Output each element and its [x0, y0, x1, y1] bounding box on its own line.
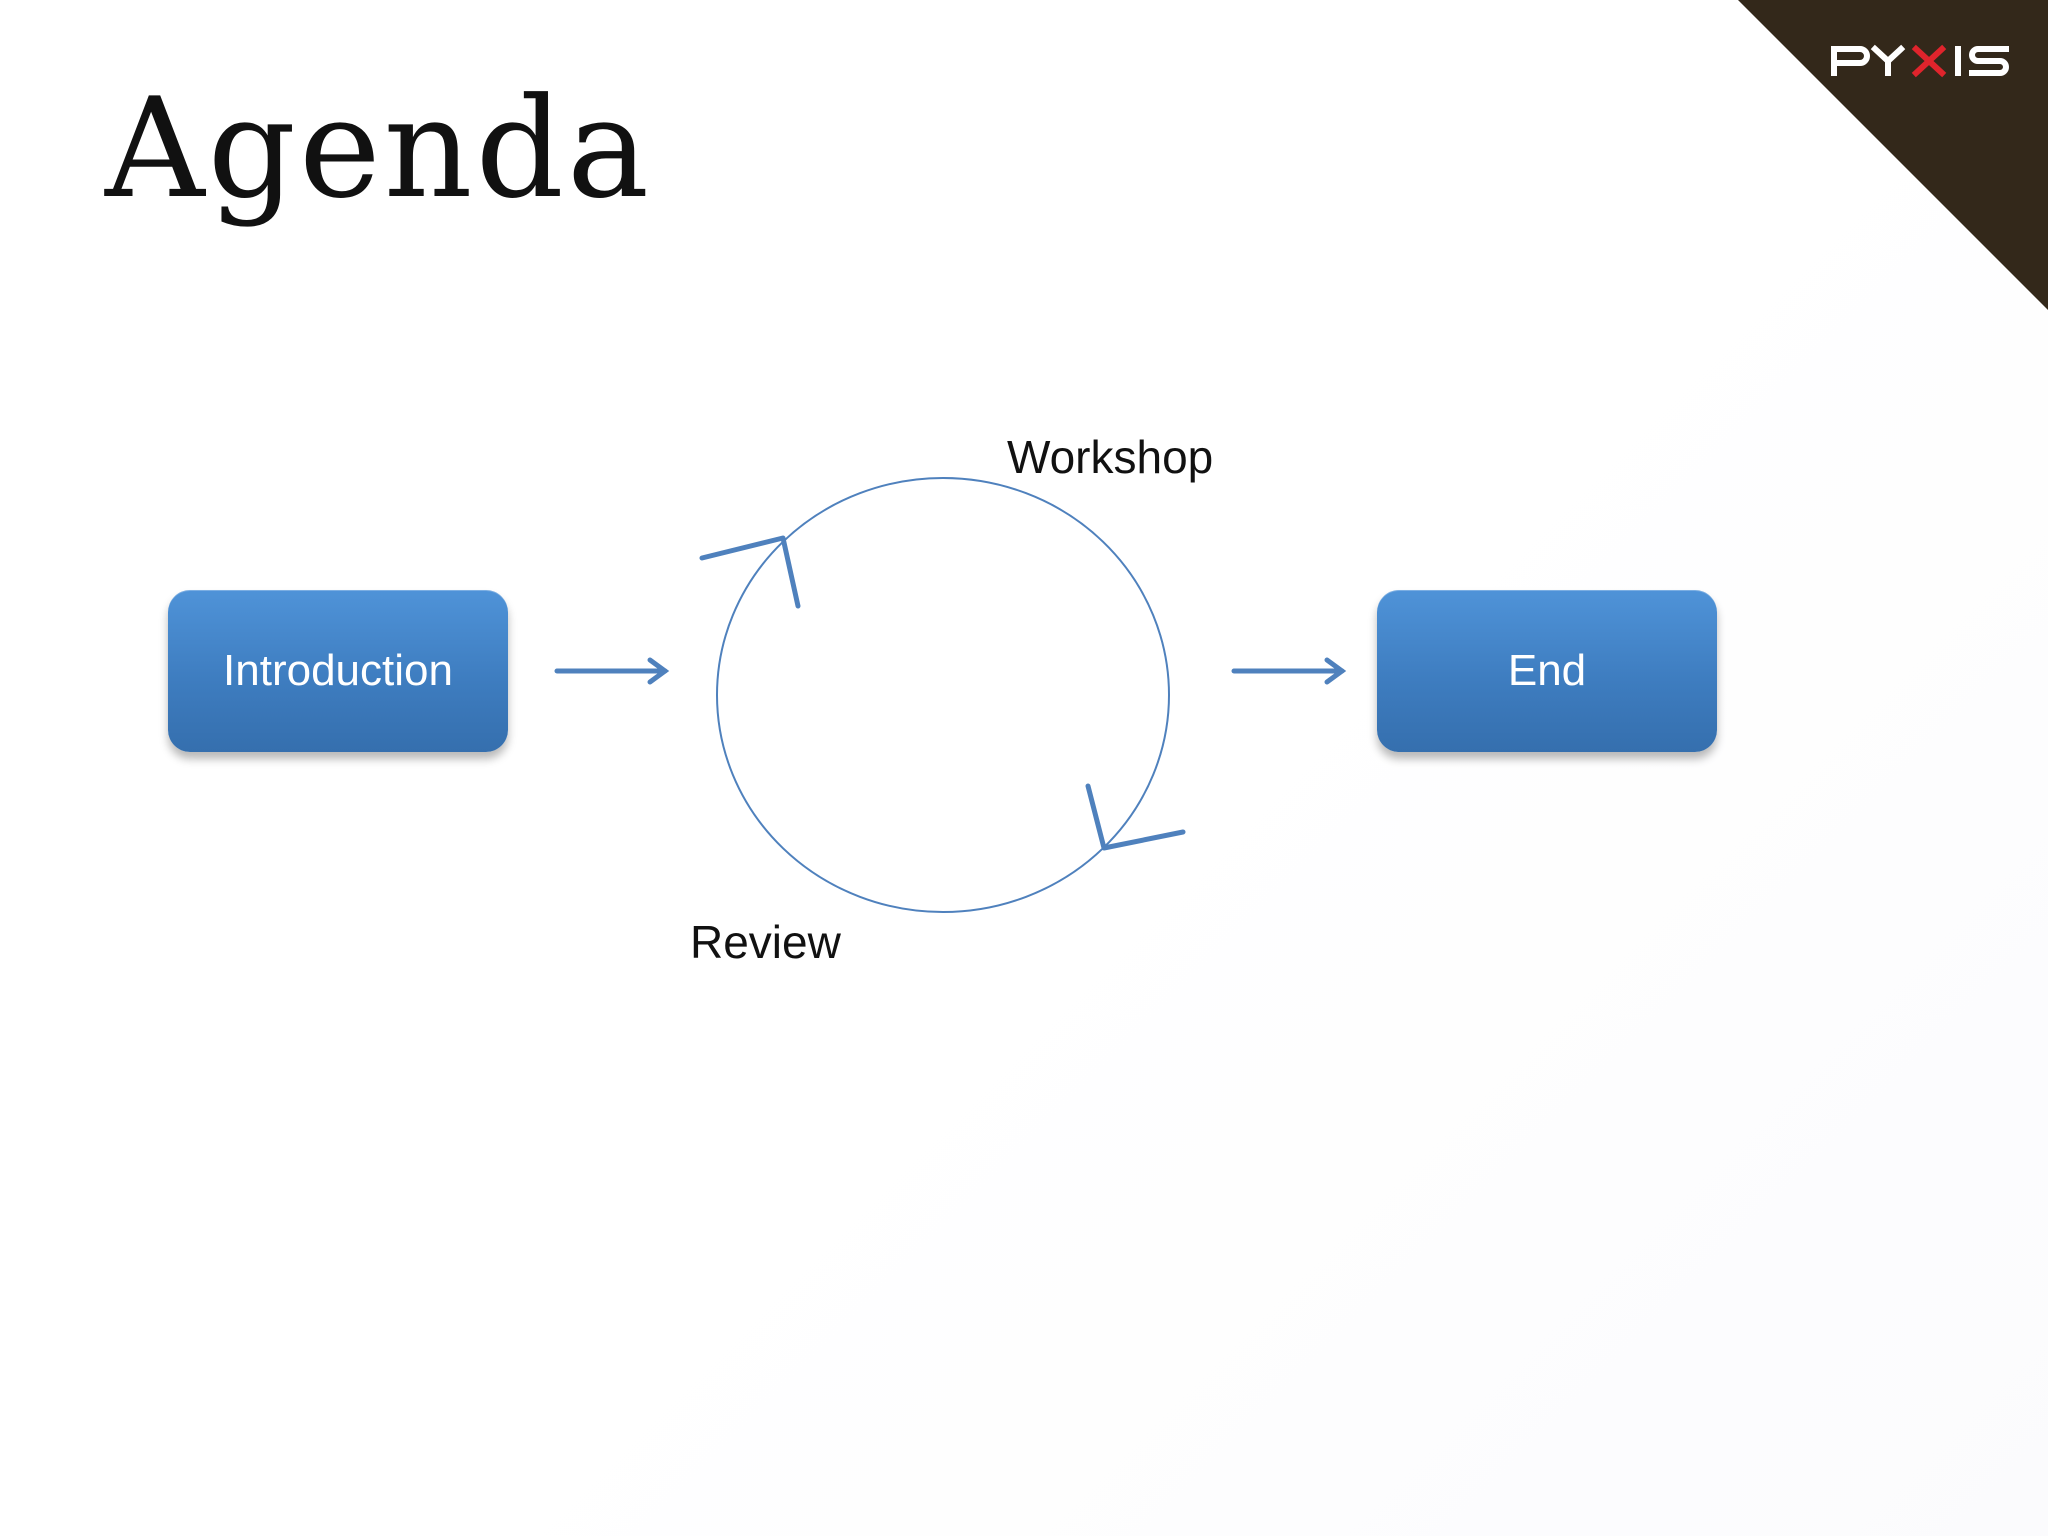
arrow-to-cycle	[554, 657, 670, 685]
end-box: End	[1377, 590, 1717, 752]
slide-title: Agenda	[105, 68, 653, 229]
introduction-box: Introduction	[168, 590, 508, 752]
introduction-label: Introduction	[223, 646, 453, 695]
pyxis-logo	[1831, 44, 2009, 78]
cycle-arrowhead-top	[699, 535, 801, 609]
review-label: Review	[690, 916, 841, 968]
arrow-to-end	[1231, 657, 1347, 685]
cycle-arrowhead-bottom	[1085, 783, 1186, 851]
end-label: End	[1507, 646, 1587, 695]
cycle-circle	[716, 477, 1170, 913]
workshop-label: Workshop	[1007, 431, 1214, 483]
